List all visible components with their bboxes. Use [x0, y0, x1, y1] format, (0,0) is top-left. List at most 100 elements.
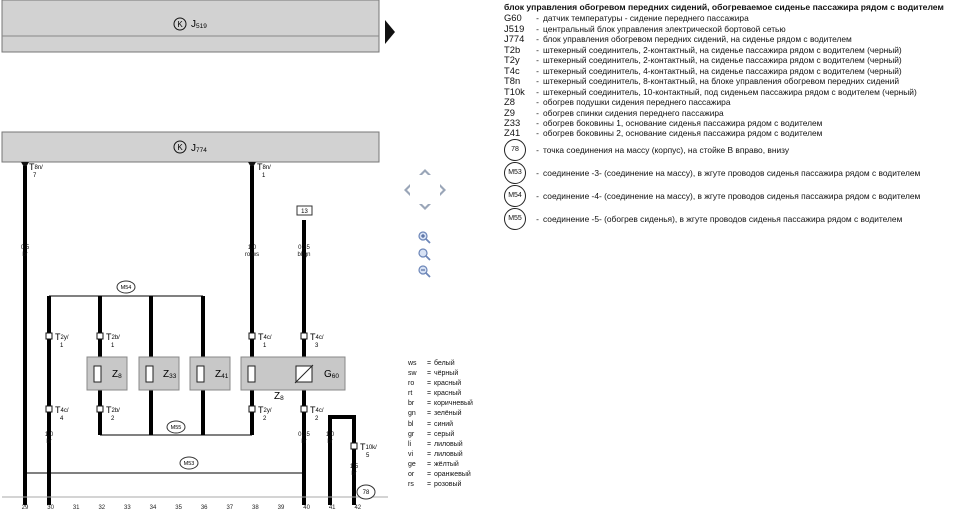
legend-item: T10k-штекерный соединитель, 10-контактны…	[504, 86, 956, 97]
connector-t8n-right-pin: 1	[262, 173, 266, 179]
legend-item: Z33-обогрев боковины 1, основание сидень…	[504, 117, 956, 128]
connector-t8n-right: T8n/	[257, 162, 271, 172]
connector-t2y-top-pin: 1	[60, 343, 64, 349]
j774-glyph: K	[177, 143, 183, 152]
legend-item: Z8 -обогрев подушки сидения переднего пас…	[504, 96, 956, 108]
legend-code: T2b	[504, 43, 521, 55]
wire-color-abbr: ro	[408, 380, 415, 388]
pan-up-icon[interactable]	[419, 169, 431, 175]
legend-item: T4c -штекерный соединитель, 4-контактный,…	[504, 64, 956, 76]
g60-label: G60	[324, 369, 339, 380]
legend-title: блок управления обогревом передних сиден…	[504, 2, 944, 12]
legend-description: соединение -4- (соединение на массу), в …	[543, 191, 921, 202]
wire-color-abbr: rs	[408, 481, 414, 489]
legend-dash: -	[536, 23, 539, 34]
connector-t2b-top-pin: 1	[111, 343, 115, 349]
pan-down-icon[interactable]	[419, 204, 431, 210]
wire-color-name: красный	[434, 380, 462, 388]
connector-t2y-bot-pin: 2	[263, 416, 267, 422]
legend-description: штекерный соединитель, 4-контактный, на …	[543, 65, 902, 76]
column-number: 35	[175, 505, 182, 511]
legend-description: точка соединения на массу (корпус), на с…	[543, 145, 790, 156]
wire-color-eq: =	[426, 430, 432, 438]
legend-dash: -	[536, 128, 539, 139]
wire-label-gauge: 1,0	[326, 432, 335, 438]
column-number: 39	[278, 505, 285, 511]
connector-t4c-top3-pin: 3	[315, 343, 319, 349]
wire-color-name: коричневый	[434, 400, 473, 408]
legend-item: T2y-штекерный соединитель, 2-контактный,…	[504, 54, 956, 66]
legend-circle-item: 78-точка соединения на массу (корпус), н…	[504, 139, 956, 162]
wire-color-abbr: li	[408, 440, 412, 448]
wire-color-eq: =	[426, 390, 432, 398]
wire-color-name: зелёный	[434, 410, 462, 418]
connector-t10k-pin: 5	[366, 453, 370, 459]
wire-color-row: or=оранжевый	[408, 470, 473, 480]
connector-t2y-bot: T2y/	[258, 405, 272, 415]
j519-label: J519	[191, 19, 207, 30]
legend-description: обогрев боковины 2, основание сиденья па…	[543, 128, 823, 139]
ground-symbol-icon-2	[173, 140, 187, 154]
legend-circle-code: M55	[504, 208, 526, 231]
column-number: 33	[124, 505, 131, 511]
pan-controls	[404, 169, 446, 210]
wire-arrow-left	[21, 162, 29, 169]
legend-code: T4c	[504, 64, 520, 76]
wire-color-eq: =	[426, 471, 432, 479]
wire-color-row: gn =зелёный	[408, 409, 473, 419]
column-number: 38	[252, 505, 259, 511]
svg-text:78: 78	[363, 490, 370, 496]
legend-code: Z8	[504, 96, 515, 108]
legend-item: J774-блок управления обогревом передних …	[504, 33, 956, 44]
wire-color-abbr: gn	[408, 410, 416, 418]
wire-color-eq: =	[426, 380, 432, 388]
svg-text:13: 13	[301, 209, 308, 215]
pan-left-icon[interactable]	[404, 184, 410, 196]
wire-color-abbr: vi	[408, 450, 414, 458]
wire-label-color: bl/gn	[297, 252, 310, 258]
bus-lines	[25, 295, 304, 474]
connector-t10k: T10k/	[360, 442, 377, 452]
column-number: 42	[354, 505, 361, 511]
zoom-in-icon[interactable]	[418, 231, 431, 244]
legend-item: Z9-обогрев спинки сидения переднего пасс…	[504, 106, 956, 118]
legend-description: штекерный соединитель, 2-контактный, на …	[543, 44, 902, 55]
connector-t2y-top: T2y/	[55, 332, 69, 342]
wire-color-row: gr=серый	[408, 430, 473, 440]
legend-code: Z9	[504, 106, 515, 118]
zoom-reset-icon[interactable]	[418, 248, 431, 261]
wire-color-eq: =	[426, 450, 432, 458]
wire-label-color: ro/ws	[245, 252, 259, 258]
j519-glyph: K	[177, 20, 183, 29]
legend-dash: -	[536, 97, 539, 108]
next-page-arrow-icon[interactable]	[385, 20, 395, 44]
pan-right-icon[interactable]	[440, 184, 446, 196]
wire-color-name: жёлтый	[434, 460, 459, 468]
svg-text:M55: M55	[171, 425, 182, 431]
wire-color-abbr: rt	[408, 390, 413, 398]
wire-label-gauge: 1,5	[350, 464, 359, 470]
connector-t8n-left: T8n/	[29, 162, 43, 172]
wire-color-row: vi=лиловый	[408, 450, 473, 460]
legend-code: T8n	[504, 75, 521, 87]
component-z33: Z33	[138, 356, 180, 391]
wire-color-row: br=коричневый	[408, 399, 473, 409]
legend-item: T2b-штекерный соединитель, 2-контактный,…	[504, 43, 956, 55]
legend-dash: -	[536, 65, 539, 76]
connector-t4c-bot4-pin: 4	[60, 416, 64, 422]
legend-description: обогрев подушки сидения переднего пассаж…	[543, 97, 731, 108]
wire-color-row: bl=синий	[408, 420, 473, 430]
wire-color-name: чёрный	[434, 370, 459, 378]
wire-color-eq: =	[426, 440, 432, 448]
ground-point-78: 78	[356, 484, 376, 500]
legend-code: T2y	[504, 54, 520, 66]
wire-label-gauge: 0,5	[21, 245, 30, 251]
wire-color-abbr: sw	[408, 370, 417, 378]
wire-label-color: br	[351, 471, 356, 477]
zoom-out-icon[interactable]	[418, 265, 431, 278]
wire-color-eq: =	[426, 400, 432, 408]
connector-t2b-top: T2b/	[106, 332, 120, 342]
wire-color-eq: =	[426, 410, 432, 418]
z41-label: Z41	[215, 369, 229, 380]
